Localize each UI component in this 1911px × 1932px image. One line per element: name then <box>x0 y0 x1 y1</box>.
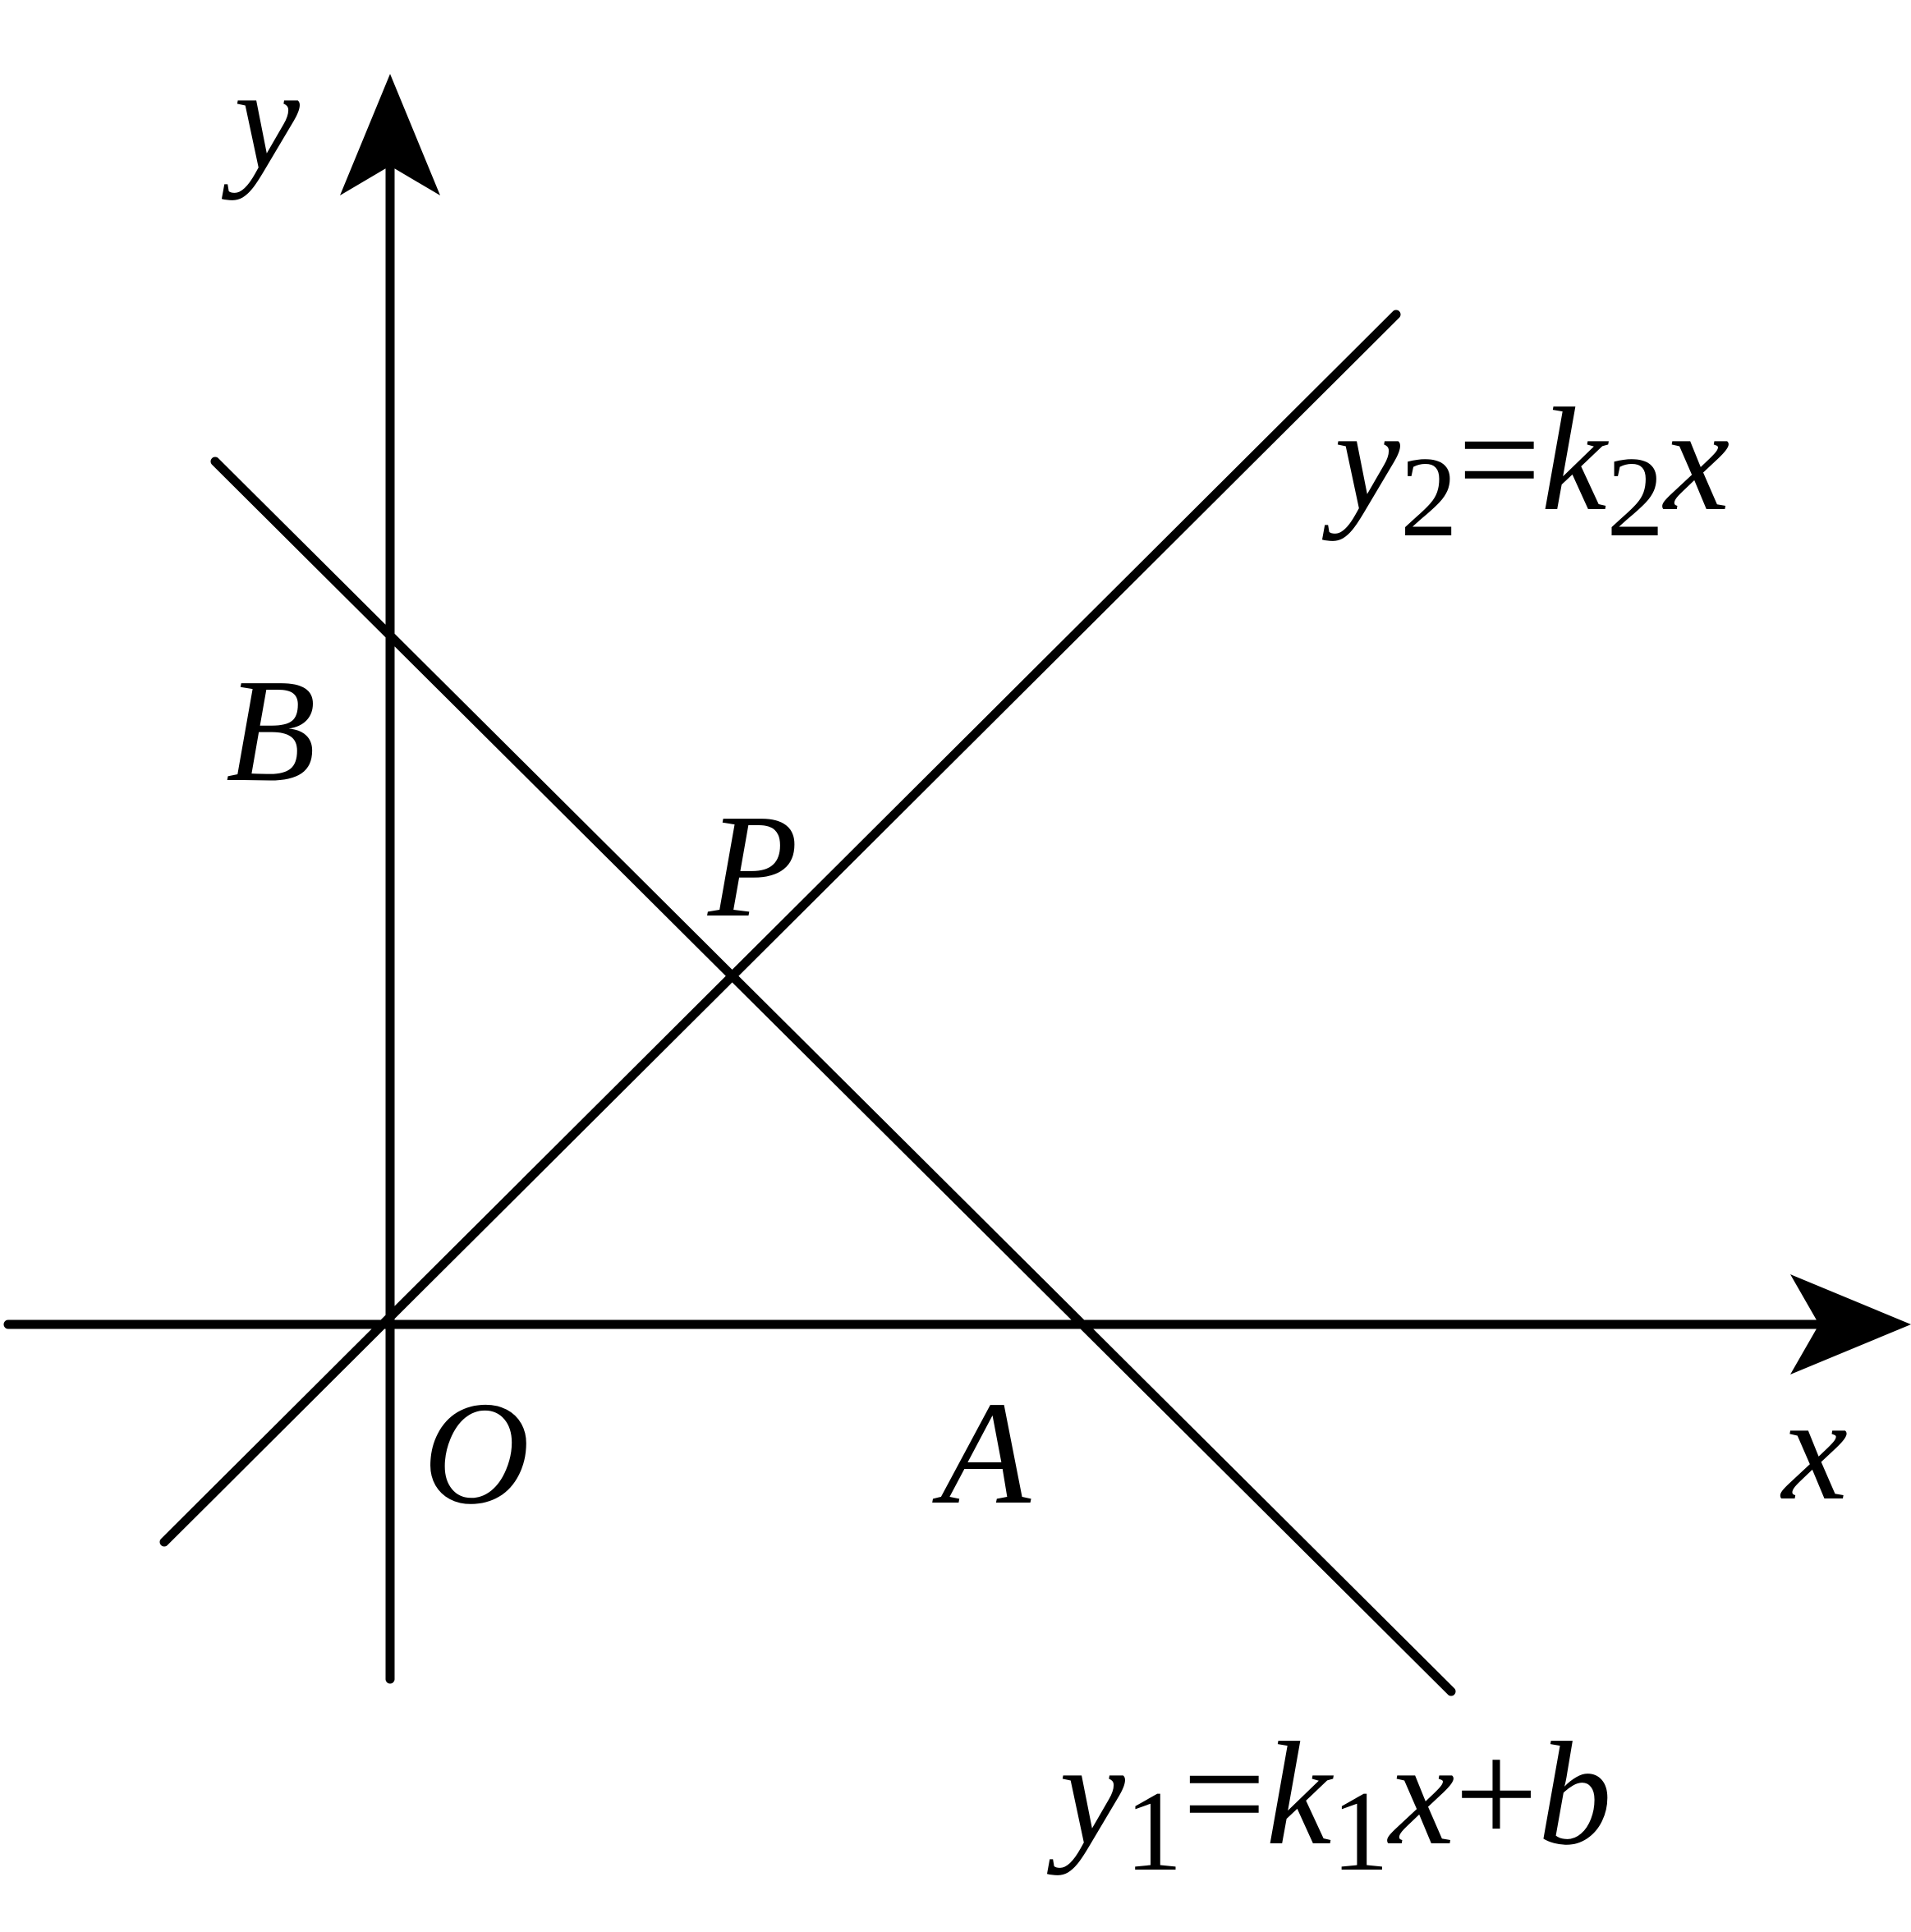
y-axis-arrowhead <box>340 74 440 195</box>
x-axis-label: x <box>1780 1367 1848 1530</box>
point-a-label: A <box>932 1371 1031 1535</box>
line-y2 <box>159 310 1401 1547</box>
line-y1-equation: y1=k1x+b <box>1046 1712 1612 1895</box>
y-axis-label: y <box>221 37 300 200</box>
line-y1 <box>210 457 1456 1696</box>
origin-label: O <box>423 1371 530 1535</box>
x-axis-arrowhead <box>1790 1274 1911 1374</box>
point-b-label: B <box>226 649 316 812</box>
line-y2-equation: y2=k2x <box>1321 378 1730 561</box>
point-p-label: P <box>707 784 798 948</box>
